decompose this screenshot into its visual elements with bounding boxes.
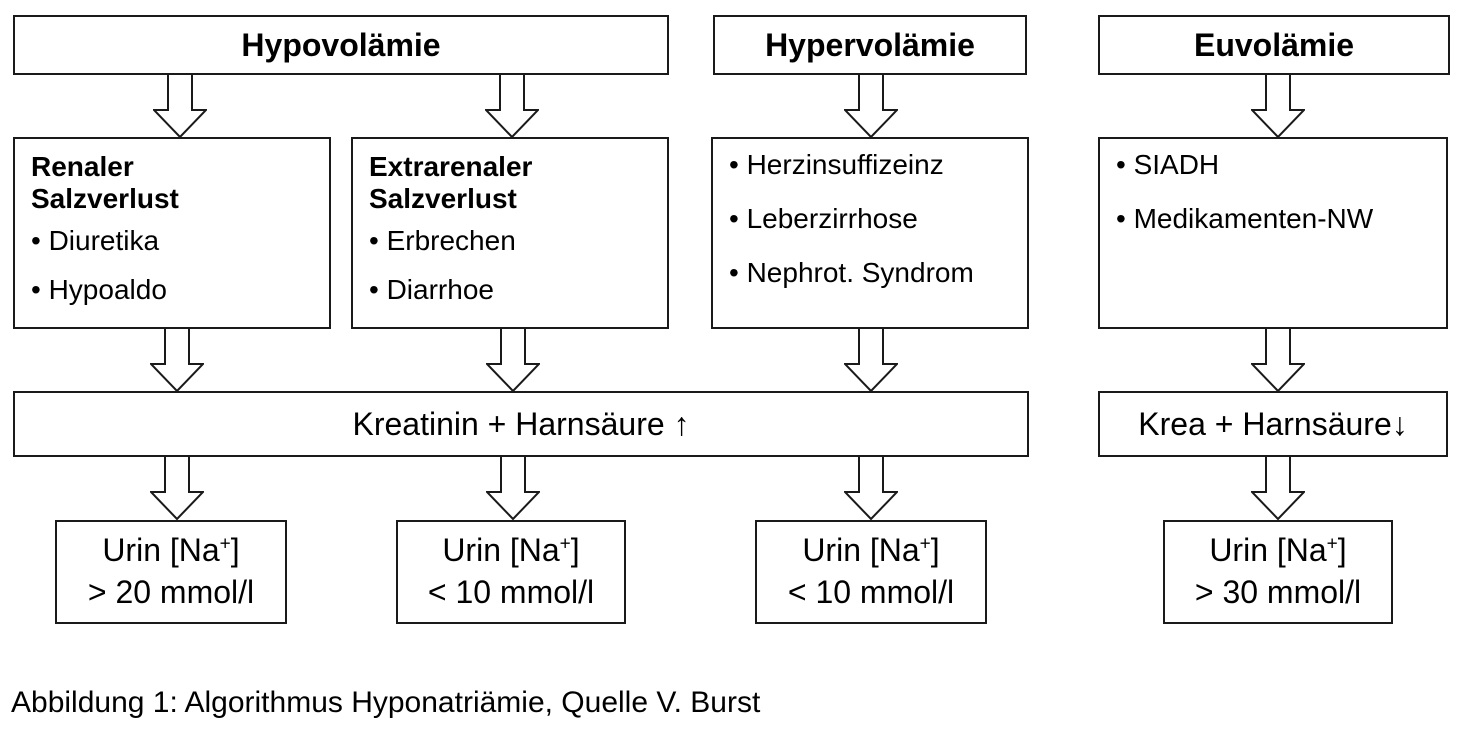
cause-title-line: Extrarenaler: [369, 151, 533, 182]
cause-item: • Medikamenten-NW: [1116, 203, 1374, 235]
arrow-down-icon: [1251, 456, 1305, 520]
urine-label-prefix: Urin [Na: [442, 532, 560, 569]
arrow-down-icon: [844, 456, 898, 520]
urine-sodium-box-hypervolemia: Urin [Na+] < 10 mmol/l: [755, 520, 987, 624]
cause-item: • Leberzirrhose: [729, 203, 918, 235]
cause-box-renal: Renaler Salzverlust • Diuretika • Hypoal…: [13, 137, 331, 329]
urine-label-prefix: Urin [Na: [102, 532, 220, 569]
arrow-down-icon: [1251, 74, 1305, 138]
lab-box-creatinine-up: Kreatinin + Harnsäure ↑: [13, 391, 1029, 457]
urine-sodium-box-renal: Urin [Na+] > 20 mmol/l: [55, 520, 287, 624]
urine-label-suffix: ]: [1337, 532, 1347, 569]
urine-label-sup: +: [1326, 533, 1338, 555]
arrow-down-icon: [150, 456, 204, 520]
cause-title-extrarenal: Extrarenaler Salzverlust: [369, 151, 653, 215]
arrow-down-icon: [486, 328, 540, 392]
urine-sodium-value: < 10 mmol/l: [787, 574, 955, 610]
urine-sodium-label: Urin [Na+]: [802, 530, 939, 572]
urine-sodium-box-euvolemia: Urin [Na+] > 30 mmol/l: [1163, 520, 1393, 624]
cause-item: • Nephrot. Syndrom: [729, 257, 974, 289]
header-hypervolemia: Hypervolämie: [713, 15, 1027, 75]
cause-title-line: Renaler: [31, 151, 134, 182]
figure-caption: Abbildung 1: Algorithmus Hyponatriämie, …: [11, 686, 761, 719]
cause-title-line: Salzverlust: [31, 183, 179, 215]
cause-item: • Hypoaldo: [31, 273, 167, 305]
arrow-down-icon: [844, 74, 898, 138]
cause-item: • SIADH: [1116, 149, 1220, 180]
header-hypovolemia: Hypovolämie: [13, 15, 669, 75]
cause-title-renal: Renaler Salzverlust: [31, 151, 315, 215]
urine-sodium-label: Urin [Na+]: [102, 530, 239, 572]
cause-title-line: Salzverlust: [369, 183, 517, 215]
header-euvolemia: Euvolämie: [1098, 15, 1450, 75]
arrow-down-icon: [1251, 328, 1305, 392]
lab-box-creatinine-down: Krea + Harnsäure↓: [1098, 391, 1448, 457]
urine-sodium-label: Urin [Na+]: [442, 530, 579, 572]
cause-box-euvolemia: • SIADH • Medikamenten-NW: [1098, 137, 1448, 329]
urine-label-sup: +: [559, 533, 571, 555]
arrow-down-icon: [153, 74, 207, 138]
arrow-down-icon: [844, 328, 898, 392]
urine-sodium-value: < 10 mmol/l: [427, 574, 595, 610]
urine-label-suffix: ]: [230, 532, 240, 569]
urine-label-suffix: ]: [930, 532, 940, 569]
cause-item: • Herzinsuffizeinz: [729, 149, 944, 180]
urine-label-sup: +: [919, 533, 931, 555]
arrow-down-icon: [485, 74, 539, 138]
urine-label-prefix: Urin [Na: [802, 532, 920, 569]
cause-item: • Erbrechen: [369, 225, 516, 257]
urine-sodium-value: > 30 mmol/l: [1194, 574, 1362, 610]
cause-box-hypervolemia: • Herzinsuffizeinz • Leberzirrhose • Nep…: [711, 137, 1029, 329]
urine-sodium-box-extrarenal: Urin [Na+] < 10 mmol/l: [396, 520, 626, 624]
urine-label-suffix: ]: [570, 532, 580, 569]
urine-sodium-value: > 20 mmol/l: [87, 574, 255, 610]
urine-sodium-label: Urin [Na+]: [1209, 530, 1346, 572]
cause-box-extrarenal: Extrarenaler Salzverlust • Erbrechen • D…: [351, 137, 669, 329]
cause-item: • Diuretika: [31, 225, 160, 257]
arrow-down-icon: [150, 328, 204, 392]
urine-label-prefix: Urin [Na: [1209, 532, 1327, 569]
urine-label-sup: +: [219, 533, 231, 555]
arrow-down-icon: [486, 456, 540, 520]
cause-item: • Diarrhoe: [369, 273, 494, 305]
